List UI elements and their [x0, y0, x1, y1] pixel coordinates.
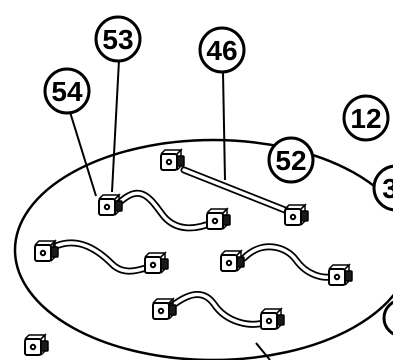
callout-52-label: 52	[275, 145, 306, 176]
callout-46: 46	[198, 26, 246, 74]
callout-54-label: 54	[51, 76, 83, 107]
callout-54: 54	[43, 67, 91, 115]
harness-right	[220, 243, 353, 286]
harness-left	[34, 239, 169, 275]
harness-group-outline	[13, 138, 393, 360]
leader-line-54	[69, 111, 97, 197]
leader-line-bottom	[255, 342, 271, 360]
callout-46-label: 46	[206, 35, 237, 66]
callout-53: 53	[94, 15, 142, 63]
harness-53	[98, 189, 231, 232]
callout-3-label: 3	[382, 173, 393, 204]
callout-52: 52	[267, 136, 315, 184]
callout-53-label: 53	[102, 24, 133, 55]
harness-46	[160, 149, 309, 226]
callout-12: 12	[342, 94, 390, 142]
callout-12-label: 12	[350, 103, 381, 134]
callout-edge-partial	[382, 300, 393, 336]
leader-line-46	[222, 71, 226, 181]
leader-line-53	[111, 59, 120, 193]
harness-bottom	[152, 291, 285, 330]
loose-connector	[24, 334, 49, 356]
callout-3: 3	[372, 164, 393, 212]
